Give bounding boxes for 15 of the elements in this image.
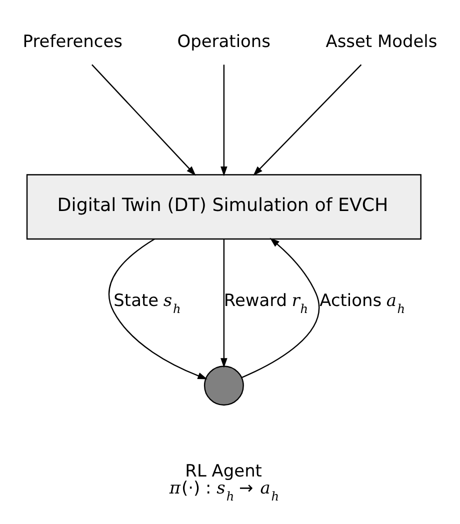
node-text: Asset Models [326, 31, 438, 52]
node-label: RL Agent [185, 460, 262, 481]
arrow [242, 238, 320, 378]
arrow [253, 64, 362, 176]
edge-label: Reward r$_{h}$ [224, 290, 308, 316]
edge-label: State s$_{h}$ [114, 290, 181, 316]
node-circle [204, 366, 244, 406]
node-text: Preferences [22, 31, 122, 52]
arrow [220, 64, 228, 176]
node-text: Operations [177, 31, 270, 52]
arrow [108, 238, 208, 380]
arrow [92, 64, 196, 176]
arrow [220, 239, 228, 368]
edge-label: Actions a$_{h}$ [320, 290, 406, 316]
node-box: Digital Twin (DT) Simulation of EVCH [26, 174, 422, 240]
